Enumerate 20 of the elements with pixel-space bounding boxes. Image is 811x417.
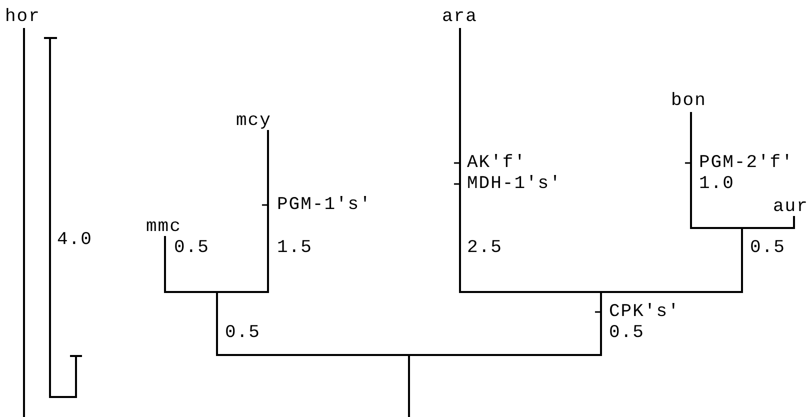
taxon-label: bon [671, 92, 706, 110]
branch-label: 0.5 [174, 239, 210, 257]
taxon-label: hor [5, 8, 40, 26]
branch-label: 2.5 [467, 239, 502, 257]
branch-label: 4.0 [57, 231, 92, 249]
taxon-label: mcy [236, 112, 272, 130]
branch-label: 1.0 [699, 175, 734, 193]
branch-label: AK'f' [467, 154, 526, 172]
branch-label: 0.5 [225, 324, 260, 342]
branch-label: 0.5 [750, 239, 786, 257]
taxon-label: mmc [146, 218, 182, 236]
branch-label: PGM-2'f' [699, 154, 794, 172]
taxon-label: ara [442, 8, 478, 26]
tree-branch [23, 28, 25, 417]
branch-label: PGM-1's' [277, 196, 372, 214]
branch-label: CPK's' [609, 303, 680, 321]
taxon-label: aur [773, 198, 808, 216]
branch-label: MDH-1's' [467, 175, 562, 193]
branch-label: 1.5 [277, 239, 312, 257]
branch-label: 0.5 [609, 324, 644, 342]
